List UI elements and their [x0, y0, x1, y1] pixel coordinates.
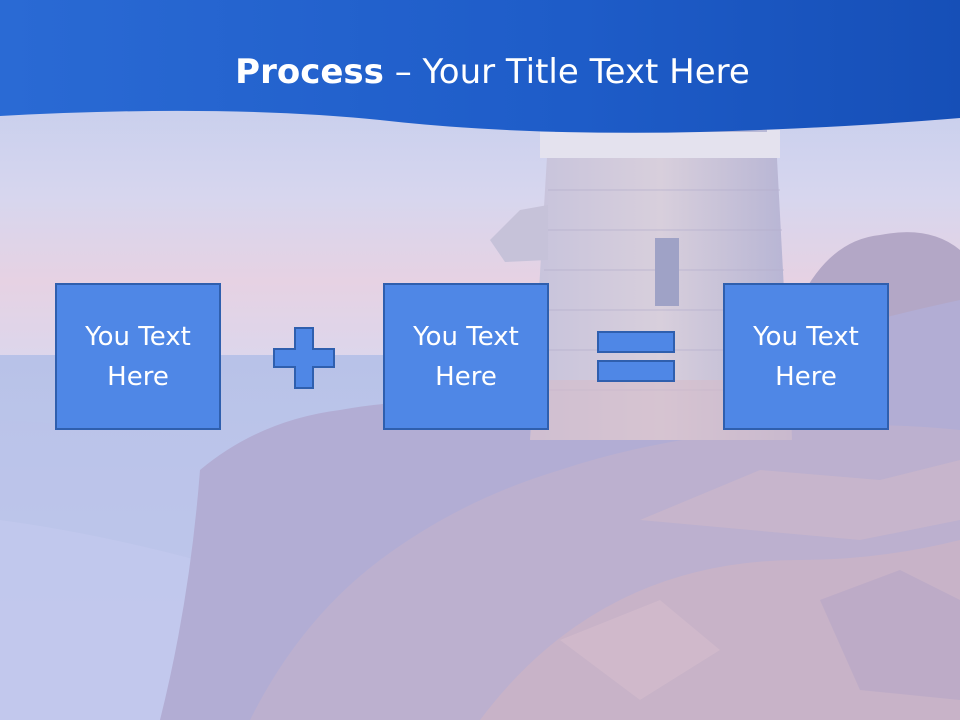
title-rest: Your Title Text Here: [422, 52, 750, 92]
title-bold: Process: [235, 52, 384, 92]
process-box-1: You Text Here: [55, 283, 221, 430]
process-box-1-text: You Text Here: [85, 321, 191, 392]
title-dash: –: [383, 52, 423, 92]
plus-icon: [273, 327, 335, 389]
process-box-3-text: You Text Here: [753, 321, 859, 392]
process-box-2-text: You Text Here: [413, 321, 519, 392]
slide-title: Process – Your Title Text Here: [0, 52, 960, 92]
equals-icon: [597, 331, 675, 382]
process-box-3: You Text Here: [723, 283, 889, 430]
process-box-2: You Text Here: [383, 283, 549, 430]
